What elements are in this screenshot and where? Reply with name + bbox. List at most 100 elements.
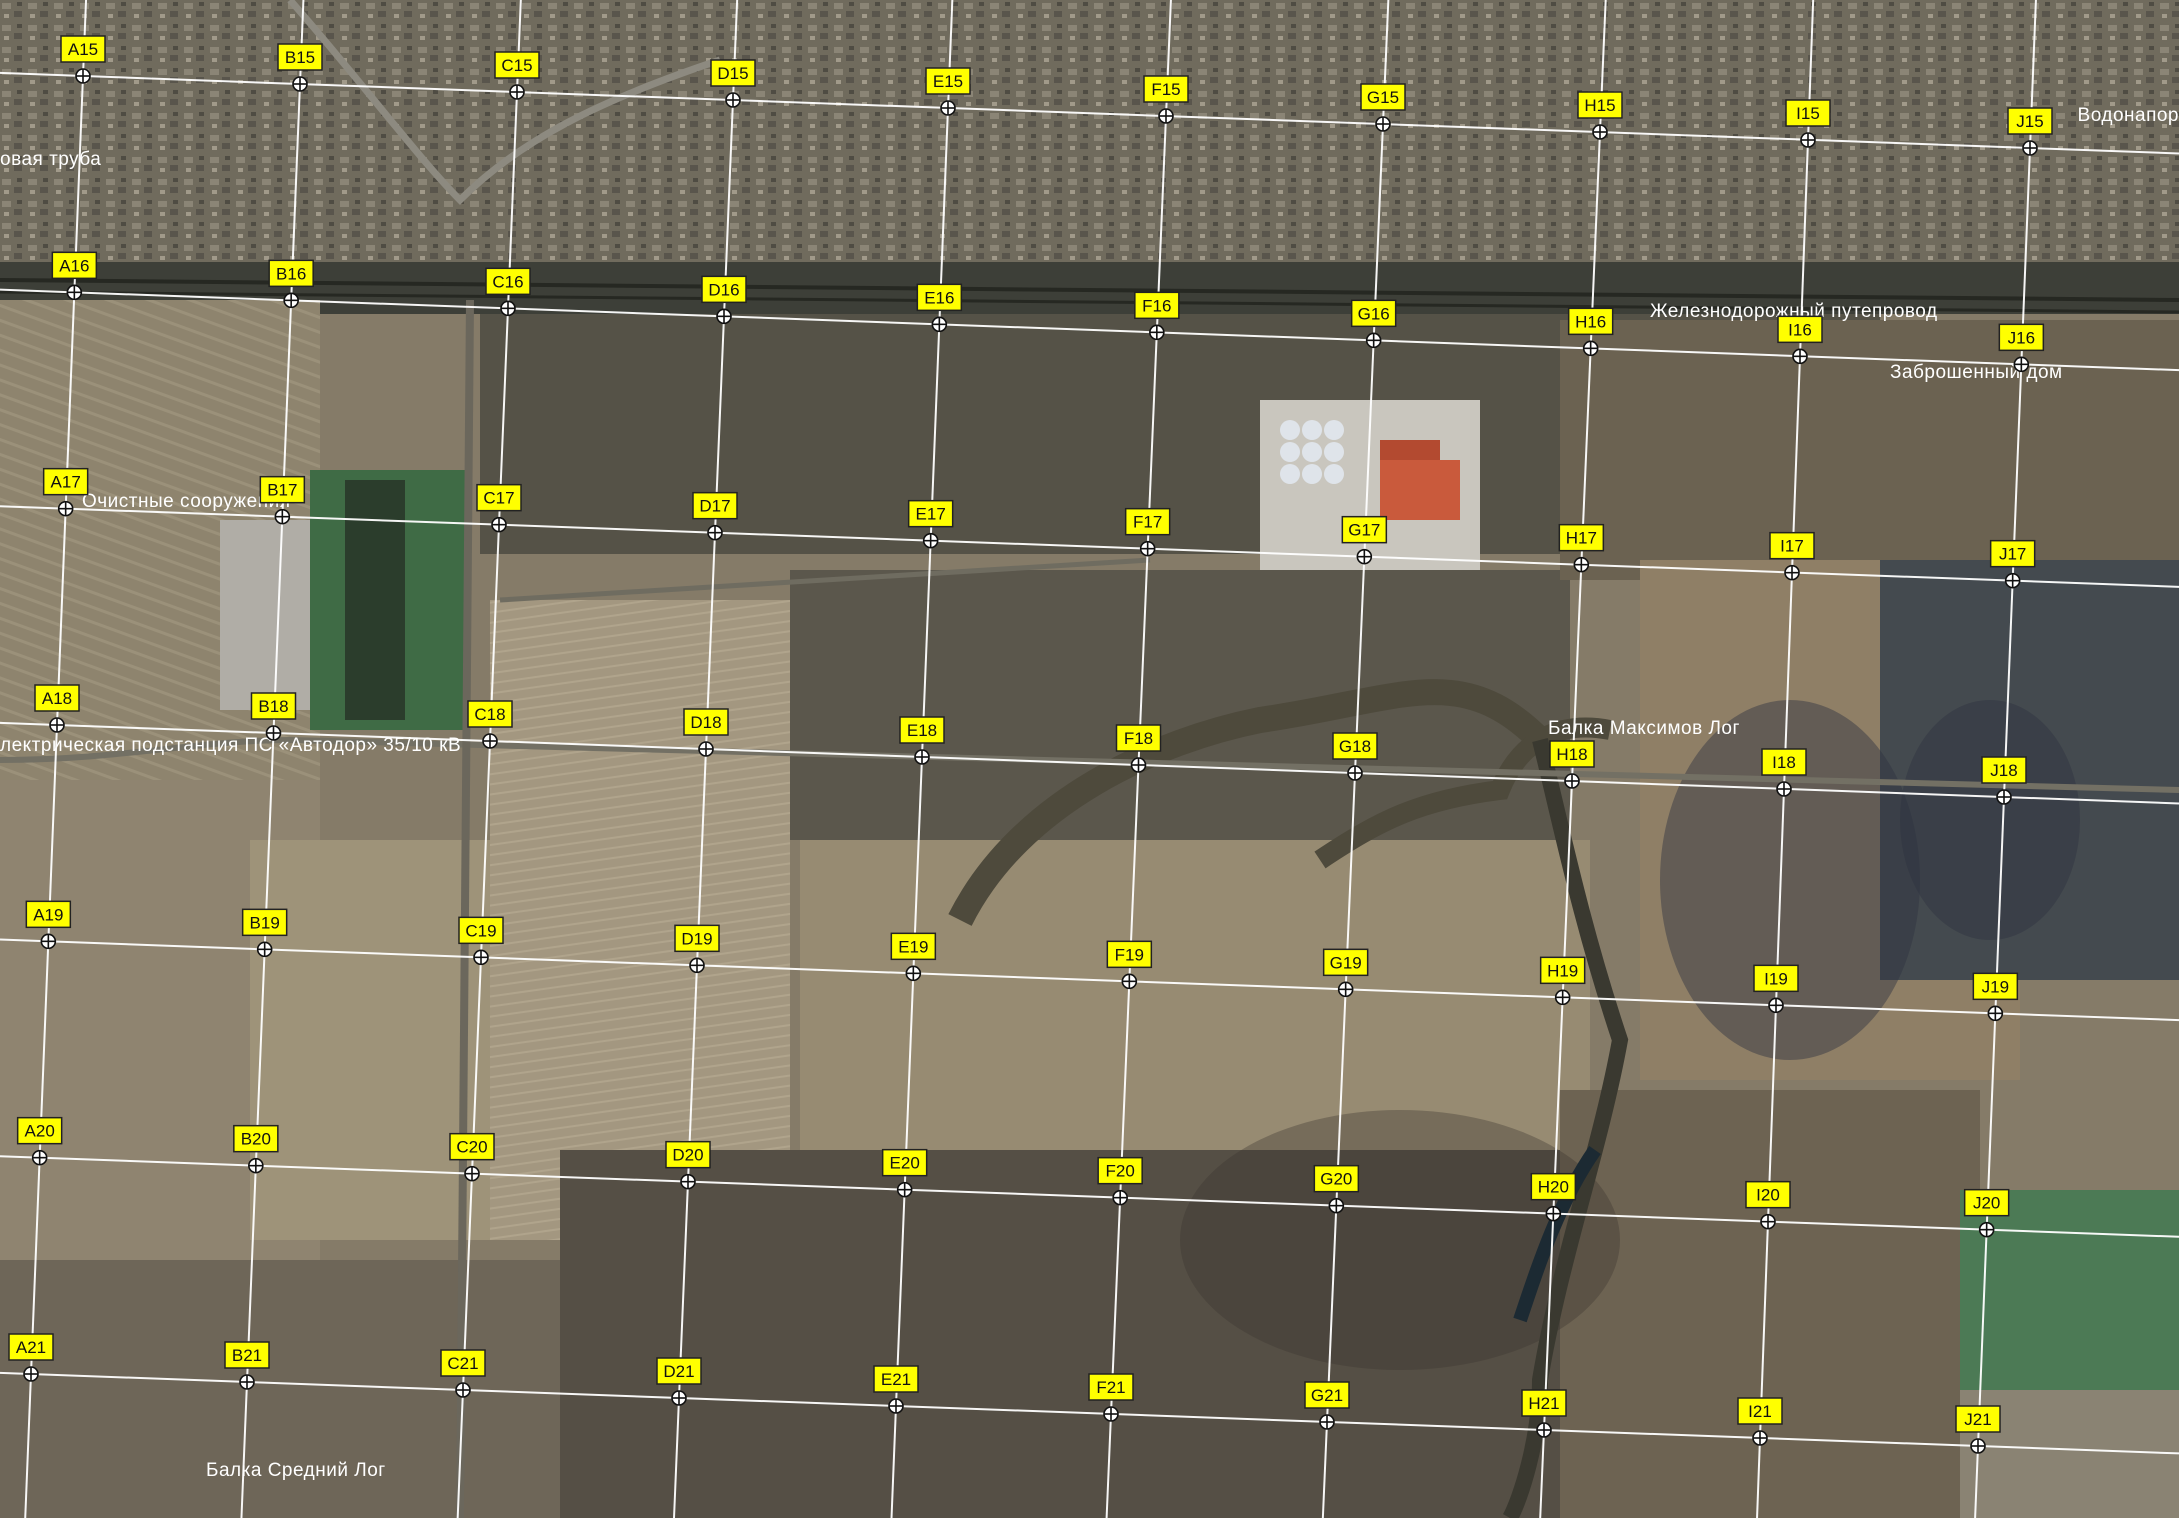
- grid-point-D16[interactable]: D16: [701, 275, 747, 325]
- grid-label-background: [2007, 107, 2053, 135]
- grid-point-F21[interactable]: F21: [1088, 1373, 1134, 1422]
- grid-point-E16[interactable]: E16: [916, 283, 963, 333]
- grid-point-H15[interactable]: H15: [1577, 91, 1623, 140]
- grid-label-background: [259, 475, 306, 504]
- grid-point-J20[interactable]: J20: [1963, 1188, 2010, 1238]
- grid-point-A17[interactable]: A17: [42, 467, 89, 517]
- grid-label-background: [1737, 1397, 1783, 1425]
- grid-point-J18[interactable]: J18: [1981, 756, 2027, 805]
- grid-point-J19[interactable]: J19: [1972, 972, 2019, 1022]
- grid-point-A16[interactable]: A16: [51, 251, 98, 301]
- grid-point-I17[interactable]: I17: [1769, 531, 1815, 581]
- grid-label-background: [1745, 1180, 1791, 1209]
- grid-point-H17[interactable]: H17: [1558, 523, 1605, 573]
- grid-point-H16[interactable]: H16: [1567, 307, 1614, 357]
- grid-point-J16[interactable]: J16: [1998, 323, 2045, 373]
- grid-point-F15[interactable]: F15: [1143, 75, 1189, 124]
- grid-label-background: [1360, 83, 1406, 111]
- grid-label: J15: [2016, 112, 2043, 131]
- grid-point-A18[interactable]: A18: [34, 684, 80, 733]
- grid-label: G16: [1358, 304, 1390, 323]
- grid-point-H20[interactable]: H20: [1530, 1172, 1577, 1222]
- grid-label-background: [268, 259, 314, 288]
- grid-point-E18[interactable]: E18: [899, 716, 945, 765]
- grid-point-I15[interactable]: I15: [1785, 99, 1831, 148]
- grid-point-F20[interactable]: F20: [1097, 1156, 1143, 1206]
- grid-point-F18[interactable]: F18: [1115, 724, 1162, 773]
- grid-point-D19[interactable]: D19: [674, 924, 720, 974]
- grid-row-line-18: [0, 721, 2179, 805]
- grid-point-C16[interactable]: C16: [485, 267, 531, 317]
- grid-point-D21[interactable]: D21: [656, 1357, 702, 1406]
- grid-label: I19: [1764, 969, 1788, 988]
- grid-point-F19[interactable]: F19: [1106, 940, 1153, 990]
- grid-label-background: [42, 467, 89, 496]
- grid-point-A19[interactable]: A19: [25, 900, 72, 950]
- grid-point-J15[interactable]: J15: [2007, 107, 2053, 156]
- grid-point-B21[interactable]: B21: [224, 1341, 270, 1390]
- grid-point-G16[interactable]: G16: [1350, 299, 1397, 349]
- grid-point-G18[interactable]: G18: [1332, 732, 1378, 781]
- grid-label-background: [8, 1333, 54, 1361]
- grid-label: D21: [663, 1362, 694, 1381]
- grid-point-D18[interactable]: D18: [683, 708, 729, 757]
- grid-point-J17[interactable]: J17: [1989, 539, 2036, 589]
- grid-label-background: [1530, 1172, 1577, 1201]
- grid-point-C21[interactable]: C21: [440, 1349, 486, 1398]
- grid-point-B19[interactable]: B19: [241, 908, 288, 958]
- grid-point-I16[interactable]: I16: [1777, 315, 1823, 365]
- grid-point-D17[interactable]: D17: [692, 491, 738, 541]
- grid-label: A19: [33, 905, 63, 924]
- grid-point-G20[interactable]: G20: [1313, 1164, 1360, 1214]
- grid-point-C15[interactable]: C15: [494, 51, 540, 100]
- grid-point-H18[interactable]: H18: [1549, 740, 1595, 789]
- grid-point-E19[interactable]: E19: [890, 932, 937, 982]
- grid-point-D20[interactable]: D20: [665, 1140, 711, 1190]
- grid-point-I20[interactable]: I20: [1745, 1180, 1791, 1230]
- grid-point-A15[interactable]: A15: [60, 35, 106, 84]
- grid-point-I18[interactable]: I18: [1761, 748, 1807, 797]
- grid-point-C17[interactable]: C17: [476, 483, 522, 533]
- grid-point-B16[interactable]: B16: [268, 259, 314, 309]
- grid-point-G17[interactable]: G17: [1341, 515, 1388, 565]
- grid-point-F16[interactable]: F16: [1134, 291, 1180, 341]
- grid-point-H21[interactable]: H21: [1521, 1389, 1567, 1438]
- grid-point-G21[interactable]: G21: [1304, 1381, 1350, 1430]
- grid-point-E15[interactable]: E15: [925, 67, 971, 116]
- grid-point-C19[interactable]: C19: [458, 916, 504, 966]
- grid-label-background: [656, 1357, 702, 1385]
- grid-label-background: [1134, 291, 1180, 320]
- grid-label-background: [1567, 307, 1614, 336]
- grid-point-B15[interactable]: B15: [277, 43, 323, 92]
- grid-point-G19[interactable]: G19: [1322, 948, 1369, 998]
- grid-point-E17[interactable]: E17: [907, 499, 954, 549]
- grid-point-E20[interactable]: E20: [881, 1148, 928, 1198]
- grid-point-A20[interactable]: A20: [16, 1116, 63, 1166]
- grid-point-H19[interactable]: H19: [1539, 956, 1586, 1006]
- grid-label-background: [692, 491, 738, 520]
- grid-point-B20[interactable]: B20: [233, 1124, 279, 1174]
- grid-point-E21[interactable]: E21: [873, 1365, 919, 1414]
- grid-label: E17: [916, 505, 946, 524]
- grid-point-C18[interactable]: C18: [467, 700, 513, 749]
- grid-label: G19: [1330, 953, 1362, 972]
- place-label-balka-maksimov: Балка Максимов Лог: [1548, 718, 1740, 739]
- grid-point-F17[interactable]: F17: [1124, 507, 1171, 557]
- grid-point-I21[interactable]: I21: [1737, 1397, 1783, 1446]
- grid-label-background: [1558, 523, 1605, 552]
- grid-point-B18[interactable]: B18: [250, 692, 297, 741]
- grid-label-background: [1088, 1373, 1134, 1401]
- grid-point-C20[interactable]: C20: [449, 1132, 495, 1182]
- grid-point-G15[interactable]: G15: [1360, 83, 1406, 132]
- grid-point-A21[interactable]: A21: [8, 1333, 54, 1382]
- grid-point-I19[interactable]: I19: [1753, 964, 1799, 1014]
- grid-label-background: [683, 708, 729, 736]
- grid-point-J21[interactable]: J21: [1955, 1405, 2001, 1454]
- grid-point-B17[interactable]: B17: [259, 475, 306, 525]
- grid-label: F15: [1151, 80, 1180, 99]
- grid-label: J20: [1973, 1194, 2000, 1213]
- grid-point-D15[interactable]: D15: [710, 59, 756, 108]
